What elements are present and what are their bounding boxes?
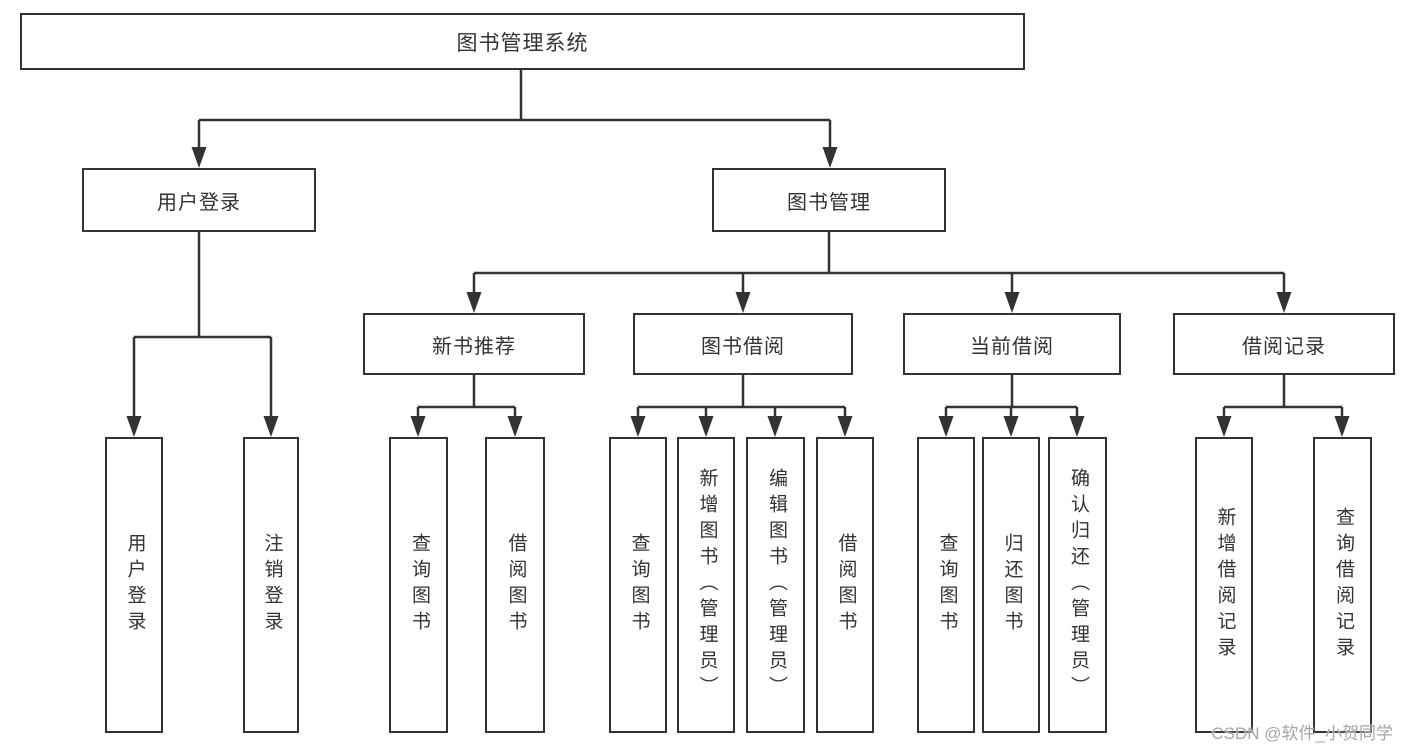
csdn-watermark: CSDN @软件_小贺同学 (1211, 724, 1393, 743)
leaf-label: 确认归还（管理员） (1067, 468, 1089, 702)
node-book-management-label: 图书管理 (787, 191, 871, 214)
leaf-label: 借阅图书 (835, 533, 857, 637)
arrow-down-icon (837, 416, 853, 437)
connector-userlogin-to-leaves (132, 232, 273, 417)
arrow-down-icon (1334, 416, 1350, 437)
node-new-book-recommend-label: 新书推荐 (432, 335, 516, 358)
connector-newbookrec-to-leaves (416, 375, 517, 417)
leaf-query-book-2: 查询图书 (609, 437, 667, 733)
leaf-label: 查询借阅记录 (1332, 507, 1354, 663)
leaf-borrow-book-2: 借阅图书 (816, 437, 874, 733)
arrow-down-icon (410, 416, 426, 437)
arrow-down-icon (1276, 292, 1292, 313)
leaf-label: 编辑图书（管理员） (765, 468, 787, 702)
arrow-down-icon (822, 147, 838, 168)
arrowheads (126, 147, 1350, 437)
leaf-add-book-admin: 新增图书（管理员） (677, 437, 735, 733)
arrow-down-icon (126, 416, 142, 437)
node-user-login-label: 用户登录 (157, 191, 241, 214)
leaf-label: 新增借阅记录 (1214, 507, 1236, 663)
arrow-down-icon (1216, 416, 1232, 437)
leaf-borrow-book-1: 借阅图书 (485, 437, 545, 733)
leaf-user-login: 用户登录 (105, 437, 163, 733)
arrow-down-icon (1069, 416, 1085, 437)
node-current-borrow: 当前借阅 (903, 313, 1121, 375)
leaf-label: 新增图书（管理员） (696, 468, 718, 702)
leaf-label: 查询图书 (408, 533, 430, 637)
connector-currentborrow-to-leaves (944, 375, 1079, 417)
connector-bookmgmt-to-level3 (472, 232, 1286, 293)
node-book-management: 图书管理 (712, 168, 946, 232)
arrow-down-icon (938, 416, 954, 437)
node-book-borrow: 图书借阅 (633, 313, 853, 375)
node-borrow-records-label: 借阅记录 (1242, 335, 1326, 358)
arrow-down-icon (767, 416, 783, 437)
leaf-query-borrow-record: 查询借阅记录 (1313, 437, 1372, 733)
leaf-label: 用户登录 (124, 533, 146, 637)
node-root-label: 图书管理系统 (456, 31, 589, 55)
node-root: 图书管理系统 (20, 13, 1025, 70)
arrow-down-icon (698, 416, 714, 437)
leaf-return-book: 归还图书 (982, 437, 1040, 733)
leaf-logout: 注销登录 (243, 437, 299, 733)
node-new-book-recommend: 新书推荐 (363, 313, 585, 375)
node-user-login: 用户登录 (82, 168, 316, 232)
node-borrow-records: 借阅记录 (1173, 313, 1395, 375)
leaf-edit-book-admin: 编辑图书（管理员） (746, 437, 805, 733)
arrow-down-icon (1003, 416, 1019, 437)
arrow-down-icon (507, 416, 523, 437)
leaf-label: 查询图书 (628, 533, 650, 637)
leaf-label: 借阅图书 (505, 533, 527, 637)
leaf-label: 归还图书 (1001, 533, 1023, 637)
arrow-down-icon (1004, 292, 1020, 313)
leaf-confirm-return-admin: 确认归还（管理员） (1048, 437, 1107, 733)
connector-bookborrow-to-leaves (636, 375, 847, 417)
leaf-label: 查询图书 (936, 533, 958, 637)
arrow-down-icon (263, 416, 279, 437)
arrow-down-icon (735, 292, 751, 313)
leaf-query-book-1: 查询图书 (389, 437, 448, 733)
leaf-label: 注销登录 (261, 533, 283, 637)
leaf-query-book-3: 查询图书 (917, 437, 975, 733)
connector-borrowrecords-to-leaves (1222, 375, 1344, 417)
connector-root-to-level2 (197, 70, 832, 148)
node-book-borrow-label: 图书借阅 (701, 335, 785, 358)
arrow-down-icon (191, 147, 207, 168)
leaf-add-borrow-record: 新增借阅记录 (1195, 437, 1253, 733)
arrow-down-icon (466, 292, 482, 313)
arrow-down-icon (630, 416, 646, 437)
node-current-borrow-label: 当前借阅 (970, 335, 1054, 358)
